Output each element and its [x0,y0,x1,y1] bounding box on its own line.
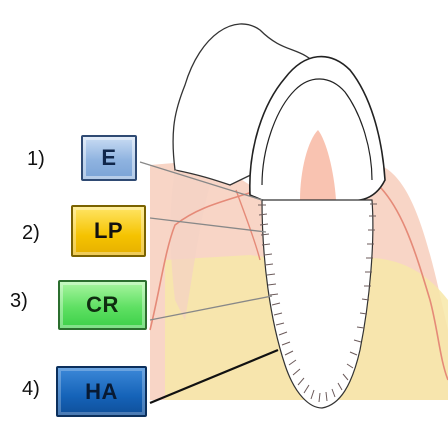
label-number-2: 2) [22,222,40,245]
label-button-e[interactable]: E [81,135,137,181]
label-button-cr[interactable]: CR [58,280,147,330]
label-button-ha[interactable]: HA [56,366,147,417]
label-number-1: 1) [27,148,45,171]
label-button-lp[interactable]: LP [71,205,146,257]
label-number-4: 4) [22,378,40,401]
label-number-3: 3) [10,290,28,313]
